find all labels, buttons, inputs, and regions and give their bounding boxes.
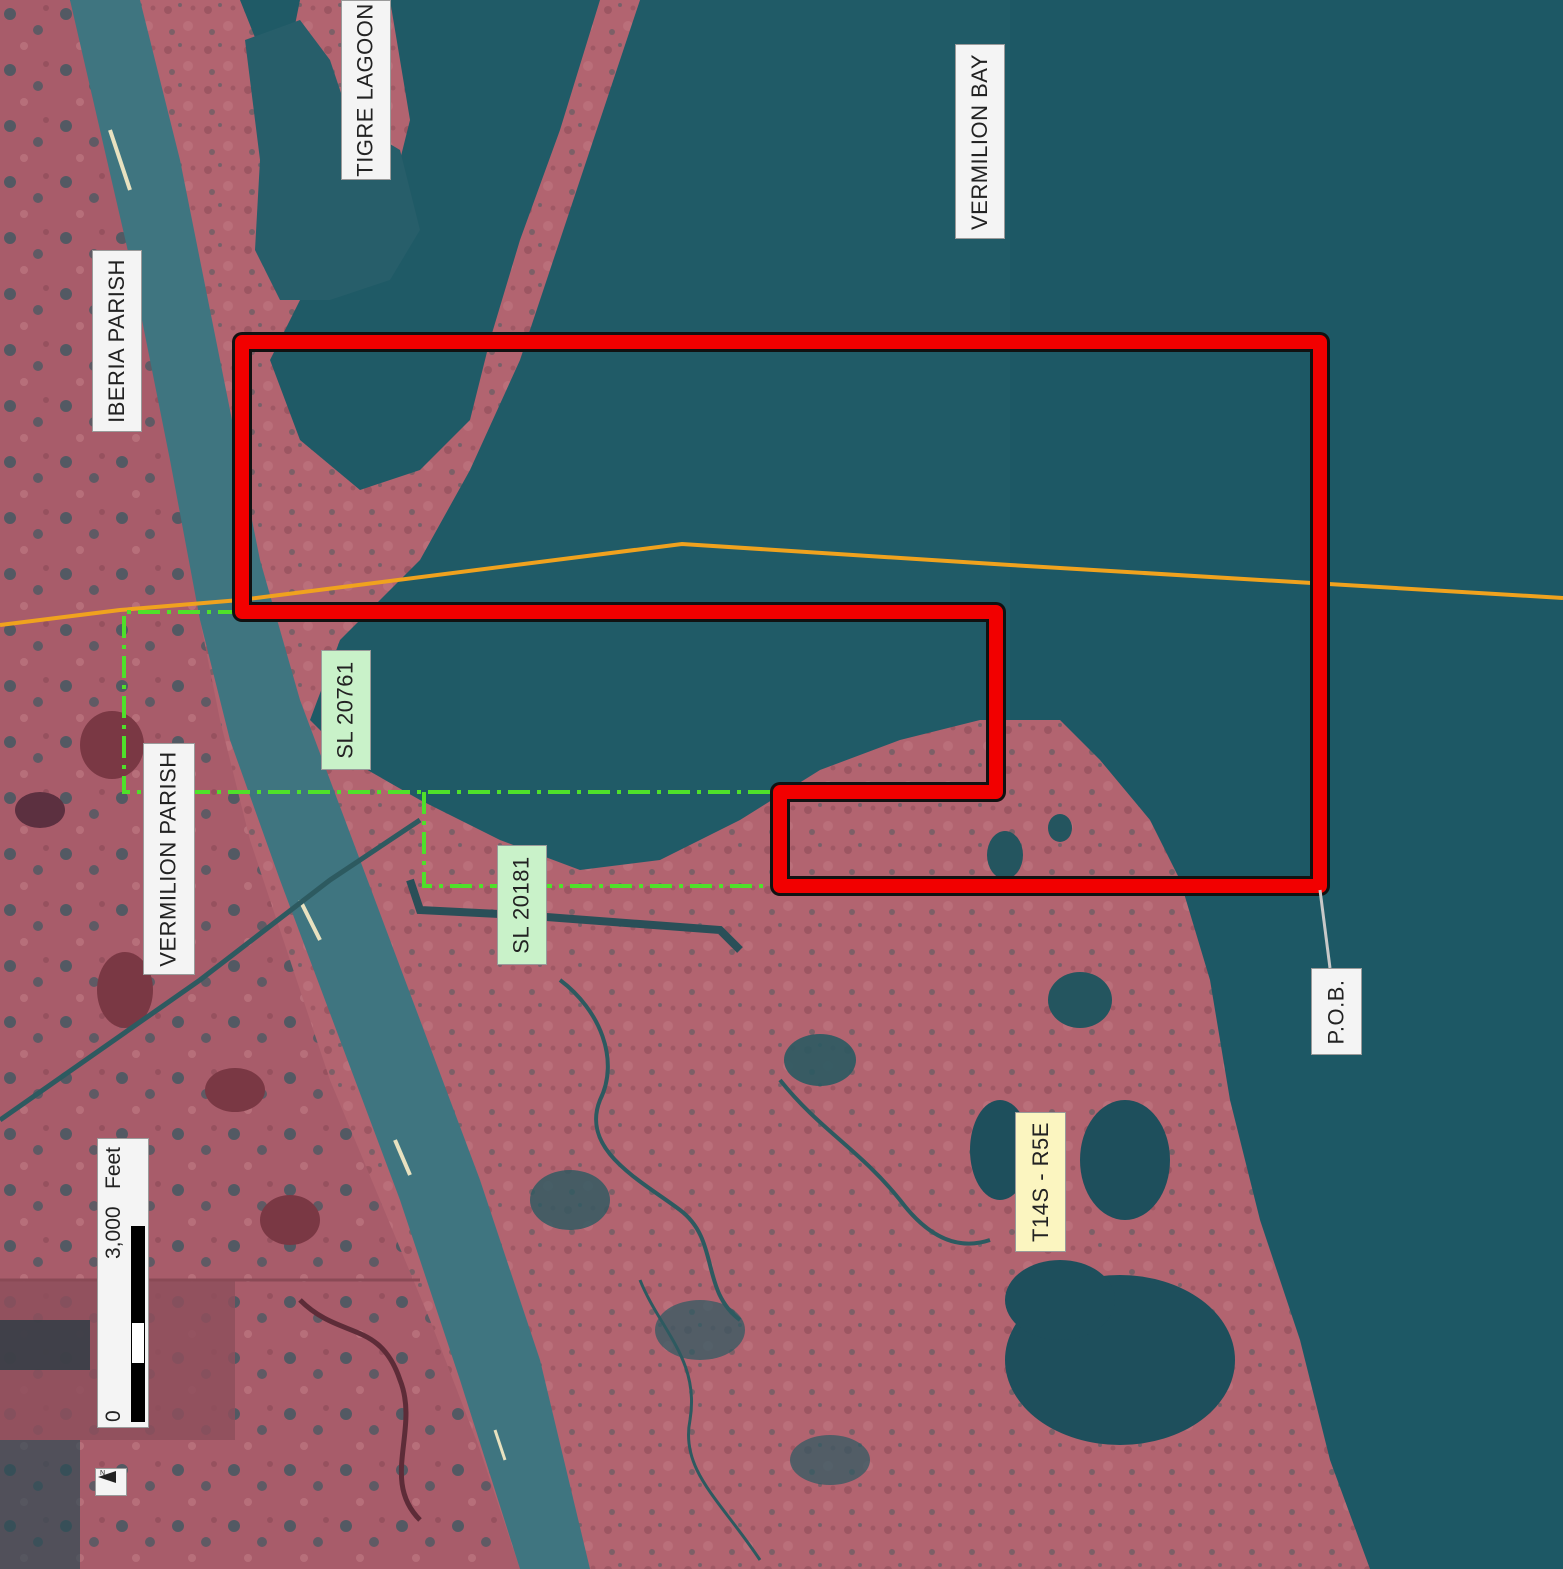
scale-zero-label: 0: [102, 1410, 125, 1422]
scale-bar-black-segment: [131, 1226, 145, 1322]
pob-label: P.O.B.: [1311, 968, 1362, 1055]
lease-boundaries: [122, 610, 772, 888]
scale-unit-label: Feet: [102, 1146, 125, 1189]
parish-boundary-line: [0, 541, 1563, 627]
pob-leader-line: [1318, 889, 1332, 969]
scale-bar: Feet 3,000 0: [97, 1138, 149, 1428]
scale-bar-white-segment: [131, 1322, 145, 1364]
vermilion-parish-label: VERMILION PARISH: [143, 743, 195, 975]
township-label: T14S - R5E: [1015, 1112, 1066, 1252]
iberia-parish-label: IBERIA PARISH: [92, 250, 142, 432]
vermilion-bay-label: VERMILION BAY: [955, 44, 1005, 239]
sl-20761-label: SL 20761: [321, 650, 371, 770]
lease-line-sl-20761: [122, 610, 772, 794]
svg-text:N: N: [100, 1470, 105, 1477]
north-arrow-icon: N: [95, 1468, 127, 1496]
sl-20181-label: SL 20181: [497, 845, 547, 965]
tigre-lagoon-label: TIGRE LAGOON: [341, 0, 391, 180]
scale-bar-black-segment-2: [131, 1364, 145, 1422]
north-arrow-symbol: N: [98, 1470, 116, 1483]
scale-distance-label: 3,000: [102, 1206, 125, 1259]
lease-line-sl-20181: [422, 792, 772, 888]
